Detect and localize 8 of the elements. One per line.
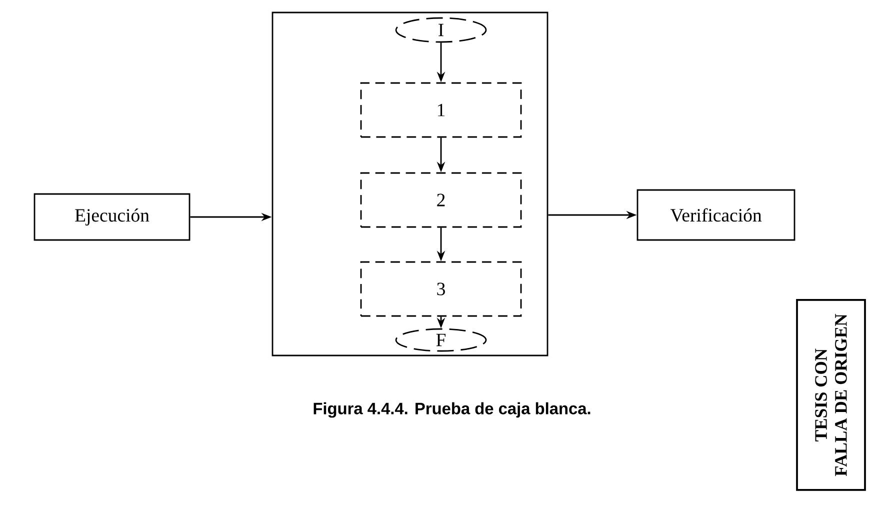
process-box: Ejecución [34, 193, 190, 241]
step-box: 2 [360, 172, 522, 228]
step-box: 3 [360, 261, 522, 317]
caption: Figura 4.4.4. Prueba de caja blanca. [314, 402, 590, 418]
step-box: 1 [360, 82, 522, 138]
frame-box [272, 12, 548, 356]
stamp-box: TESIS CON FALLA DE ORIGEN [796, 299, 866, 491]
process-box: Verificación [636, 189, 796, 241]
